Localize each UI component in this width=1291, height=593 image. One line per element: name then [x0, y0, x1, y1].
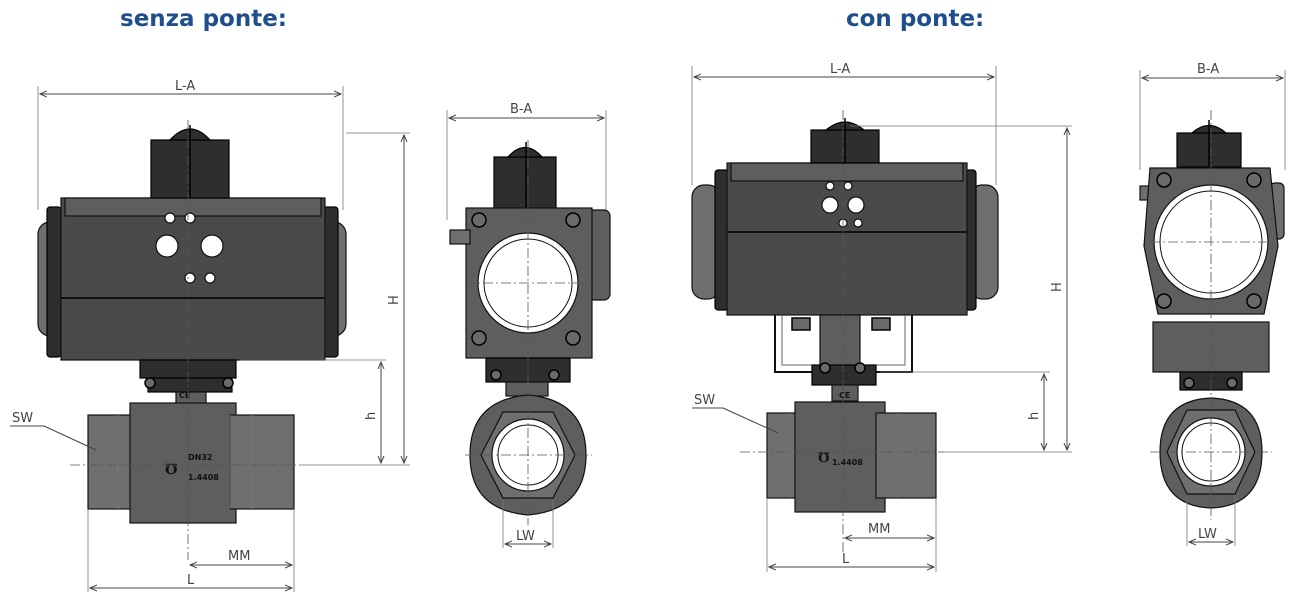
dim-lw-left: LW [516, 529, 535, 544]
heading-senza-ponte: senza ponte: [120, 6, 288, 32]
left-side-view [446, 110, 611, 548]
dim-mm-right: MM [868, 522, 890, 537]
dn-marking: DN32 [188, 453, 212, 462]
ce-marking-right: CE [839, 391, 850, 400]
heading-con-ponte: con ponte: [846, 6, 985, 32]
dim-h-upper-left: H [387, 295, 402, 305]
left-front-view: CE DN32 1.4408 ℧ [10, 86, 410, 592]
dim-l-left: L [187, 573, 195, 588]
dim-h-lower-left: h [364, 412, 379, 420]
dim-l-right: L [842, 552, 850, 567]
dim-sw-right: SW [694, 393, 715, 408]
dim-la-right: L-A [830, 62, 850, 77]
material-marking: 1.4408 [188, 473, 219, 482]
right-front-view: CE 1.4408 ℧ [691, 66, 1072, 572]
dim-lw-right: LW [1198, 527, 1217, 542]
ce-marking: CE [179, 391, 190, 400]
dim-ba-left: B-A [510, 102, 532, 117]
svg-text:℧: ℧ [165, 462, 177, 478]
dim-mm-left: MM [228, 549, 250, 564]
material-marking-right: 1.4408 [832, 458, 863, 467]
dim-la-left: L-A [175, 79, 195, 94]
dim-ba-right: B-A [1197, 62, 1219, 77]
dim-h-lower-right: h [1027, 412, 1042, 420]
dim-sw-left: SW [12, 411, 33, 426]
dim-h-upper-right: H [1050, 282, 1065, 292]
svg-text:℧: ℧ [818, 451, 830, 466]
right-side-view [1139, 70, 1286, 546]
